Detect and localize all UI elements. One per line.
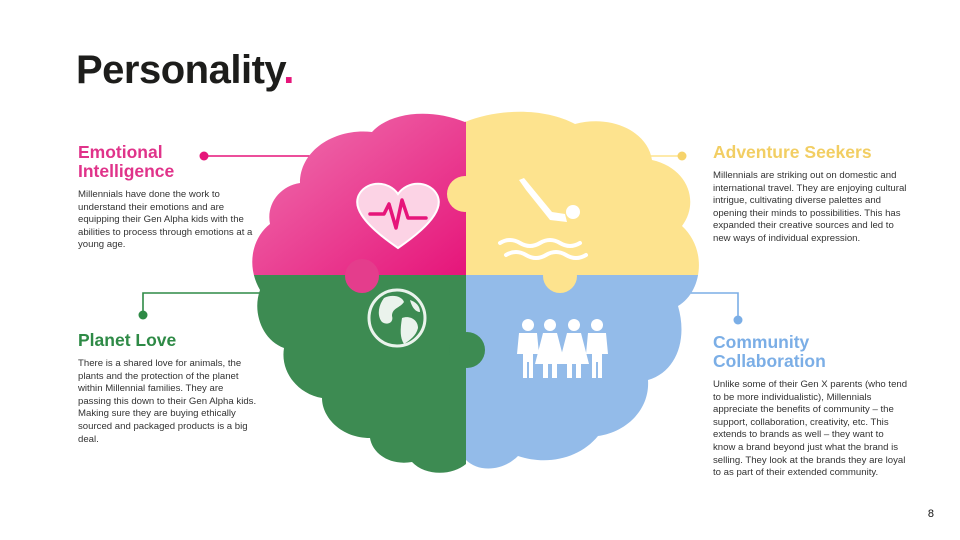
title-text: Personality	[76, 48, 284, 92]
knob-pink	[345, 259, 379, 293]
emotional-intelligence-heading-line-2: Intelligence	[78, 161, 175, 181]
community-collaboration-body: Unlike some of their Gen X parents (who …	[713, 379, 908, 479]
community-collaboration-heading-line-2: Collaboration	[713, 351, 826, 371]
diver-icon	[498, 178, 588, 260]
knob-yellow	[543, 259, 577, 293]
knob-yellow-left	[447, 176, 483, 212]
title-dot: .	[283, 48, 294, 92]
planet-love-body: There is a shared love for animals, the …	[78, 358, 257, 445]
people-group-icon	[517, 319, 608, 378]
quadrant-yellow	[466, 111, 699, 275]
adventure-seekers-heading: Adventure Seekers	[713, 142, 872, 162]
quadrant-green	[252, 275, 466, 473]
knob-green	[449, 332, 485, 368]
adventure-seekers-block: Adventure Seekers Millennials are striki…	[713, 143, 908, 246]
page-number: 8	[927, 508, 934, 520]
emotional-intelligence-body: Millennials have done the work to unders…	[78, 189, 253, 251]
planet-love-heading: Planet Love	[78, 330, 177, 350]
community-collaboration-heading-line-1: Community	[713, 332, 810, 352]
emotional-intelligence-heading-line-1: Emotional	[78, 142, 163, 162]
page-title: Personality.	[76, 48, 294, 93]
adventure-seekers-body: Millennials are striking out on domestic…	[713, 170, 907, 244]
planet-love-block: Planet Love There is a shared love for a…	[78, 331, 258, 446]
globe-icon	[367, 288, 427, 348]
heart-pulse-icon	[356, 182, 440, 250]
quadrant-blue	[466, 275, 699, 473]
